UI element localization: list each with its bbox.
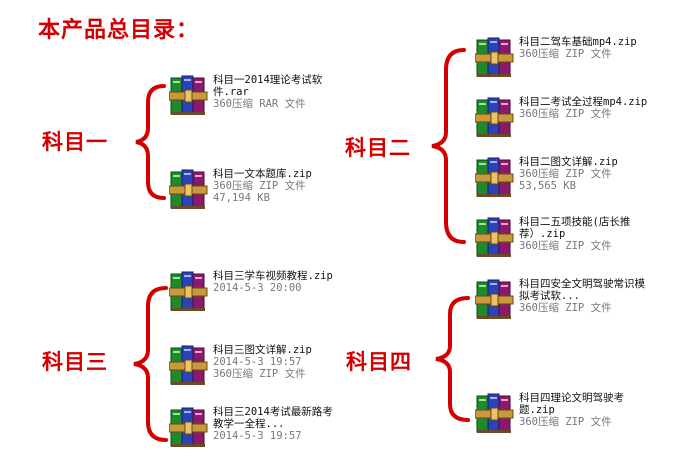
- file-date: 2014-5-3 20:00: [213, 282, 302, 294]
- winrar-archive-icon: [475, 217, 514, 257]
- brace-2: [431, 48, 466, 244]
- brace-1: [135, 84, 166, 200]
- file-name: 科目三学车视频教程.zip: [213, 270, 333, 282]
- file-item[interactable]: 科目二驾车基础mp4.zip 360压缩 ZIP 文件: [475, 34, 647, 84]
- file-item[interactable]: 科目三2014考试最新路考教学一全程... 2014-5-3 19:57: [169, 404, 341, 454]
- winrar-archive-icon: [169, 169, 208, 209]
- file-size: 53,565 KB: [519, 180, 576, 192]
- winrar-archive-icon: [169, 345, 208, 385]
- file-name: 科目一2014理论考试软件.rar: [213, 74, 323, 98]
- file-type: 360压缩 ZIP 文件: [213, 180, 306, 192]
- winrar-archive-icon: [475, 279, 514, 319]
- file-type: 360压缩 ZIP 文件: [519, 48, 612, 60]
- file-name: 科目二驾车基础mp4.zip: [519, 36, 637, 48]
- winrar-archive-icon: [169, 75, 208, 115]
- file-item[interactable]: 科目二五项技能(店长推荐）.zip 360压缩 ZIP 文件: [475, 214, 647, 264]
- page-title: 本产品总目录：: [38, 18, 200, 43]
- file-item[interactable]: 科目二图文详解.zip 360压缩 ZIP 文件 53,565 KB: [475, 154, 647, 204]
- category-label-2: 科目二: [345, 136, 411, 160]
- file-type: 360压缩 ZIP 文件: [519, 108, 612, 120]
- file-name: 科目三2014考试最新路考教学一全程...: [213, 406, 333, 430]
- file-item[interactable]: 科目四安全文明驾驶常识模拟考试软... 360压缩 ZIP 文件: [475, 276, 647, 326]
- winrar-archive-icon: [169, 271, 208, 311]
- category-label-1: 科目一: [42, 130, 108, 154]
- category-label-3: 科目三: [42, 350, 108, 374]
- winrar-archive-icon: [475, 37, 514, 77]
- file-type: 360压缩 ZIP 文件: [519, 168, 612, 180]
- file-type: 360压缩 RAR 文件: [213, 98, 306, 110]
- file-item[interactable]: 科目一2014理论考试软件.rar 360压缩 RAR 文件: [169, 72, 341, 122]
- winrar-archive-icon: [475, 157, 514, 197]
- file-name: 科目四理论文明驾驶考题.zip: [519, 392, 624, 416]
- file-name: 科目二考试全过程mp4.zip: [519, 96, 648, 108]
- file-date: 2014-5-3 19:57: [213, 356, 302, 368]
- file-type: 360压缩 ZIP 文件: [519, 302, 612, 314]
- winrar-archive-icon: [169, 407, 208, 447]
- file-item[interactable]: 科目三图文详解.zip 2014-5-3 19:57 360压缩 ZIP 文件: [169, 342, 341, 392]
- file-name: 科目四安全文明驾驶常识模拟考试软...: [519, 278, 645, 302]
- file-type: 360压缩 ZIP 文件: [213, 368, 306, 380]
- file-date: 2014-5-3 19:57: [213, 430, 302, 442]
- file-item[interactable]: 科目三学车视频教程.zip 2014-5-3 20:00: [169, 268, 341, 318]
- brace-3: [133, 286, 168, 442]
- file-item[interactable]: 科目一文本题库.zip 360压缩 ZIP 文件 47,194 KB: [169, 166, 341, 216]
- file-item[interactable]: 科目二考试全过程mp4.zip 360压缩 ZIP 文件: [475, 94, 647, 144]
- file-type: 360压缩 ZIP 文件: [519, 416, 612, 428]
- file-size: 47,194 KB: [213, 192, 270, 204]
- winrar-archive-icon: [475, 393, 514, 433]
- file-name: 科目二五项技能(店长推荐）.zip: [519, 216, 631, 240]
- file-name: 科目一文本题库.zip: [213, 168, 312, 180]
- file-name: 科目二图文详解.zip: [519, 156, 618, 168]
- file-name: 科目三图文详解.zip: [213, 344, 312, 356]
- file-type: 360压缩 ZIP 文件: [519, 240, 612, 252]
- brace-4: [435, 296, 470, 422]
- category-label-4: 科目四: [346, 350, 412, 374]
- winrar-archive-icon: [475, 97, 514, 137]
- file-item[interactable]: 科目四理论文明驾驶考题.zip 360压缩 ZIP 文件: [475, 390, 647, 440]
